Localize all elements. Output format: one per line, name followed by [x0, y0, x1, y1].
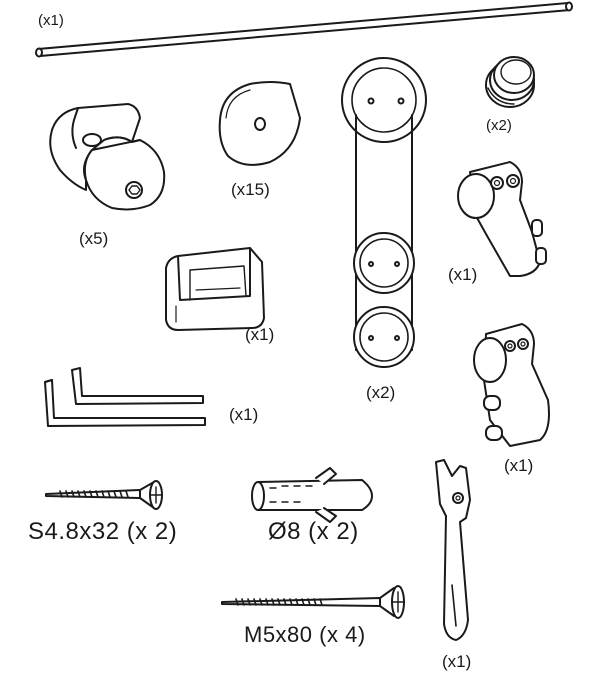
hanger-quantity: (x2) [366, 383, 396, 402]
end-stopper-icon [485, 56, 535, 108]
pin-spanner-icon [435, 459, 471, 641]
washer-icon [218, 81, 301, 166]
bracket-quantity: (x5) [79, 229, 109, 248]
roller-clamp-icon [473, 323, 550, 447]
rail-icon [35, 1, 573, 58]
guide-quantity: (x1) [245, 325, 275, 344]
small-screw-label: S4.8x32 (x 2) [28, 518, 178, 545]
spanner-quantity: (x1) [442, 652, 472, 671]
stopper-quantity: (x2) [486, 117, 512, 134]
wall-plug-icon [251, 467, 373, 523]
roller-clamp-a-quantity: (x1) [448, 265, 478, 284]
screw-icon [221, 585, 405, 619]
screw-icon [45, 480, 163, 510]
roller-clamp-icon [457, 161, 547, 277]
allen-keys-quantity: (x1) [229, 405, 259, 424]
floor-guide-icon [165, 247, 265, 331]
spacer-quantity: (x15) [231, 180, 270, 199]
hanger-plate-icon [341, 57, 427, 368]
wall-bracket-icon [49, 103, 166, 211]
roller-clamp-b-quantity: (x1) [504, 456, 534, 475]
allen-key-icon [44, 367, 206, 427]
wall-plug-label: Ø8 (x 2) [268, 518, 359, 545]
long-screw-label: M5x80 (x 4) [244, 622, 366, 647]
rail-quantity: (x1) [38, 12, 64, 29]
